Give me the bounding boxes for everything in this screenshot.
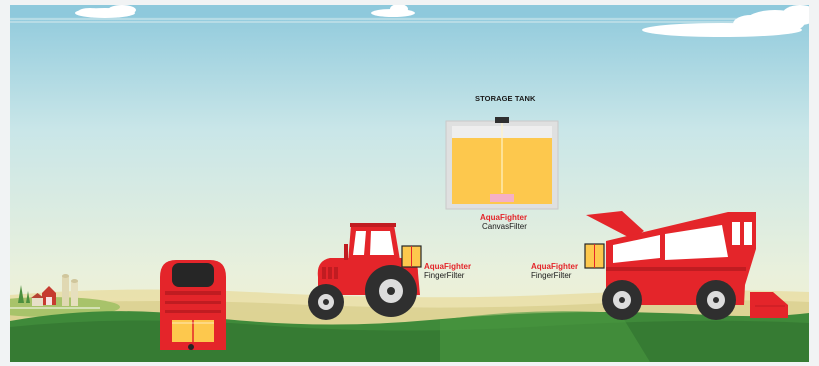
storage-tank-product: CanvasFilter xyxy=(482,222,527,232)
harvester-product: FingerFilter xyxy=(531,271,571,281)
scene-illustration xyxy=(10,5,809,362)
storage-tank-cap xyxy=(495,117,509,123)
storage-tank-title: STORAGE TANK xyxy=(475,94,536,104)
fuel-can xyxy=(160,260,226,350)
storage-tank xyxy=(446,117,558,209)
canvas-filter xyxy=(490,194,514,202)
farm-scene: STORAGE TANK AquaFighter CanvasFilter Aq… xyxy=(10,5,809,362)
tractor-product: FingerFilter xyxy=(424,271,464,281)
